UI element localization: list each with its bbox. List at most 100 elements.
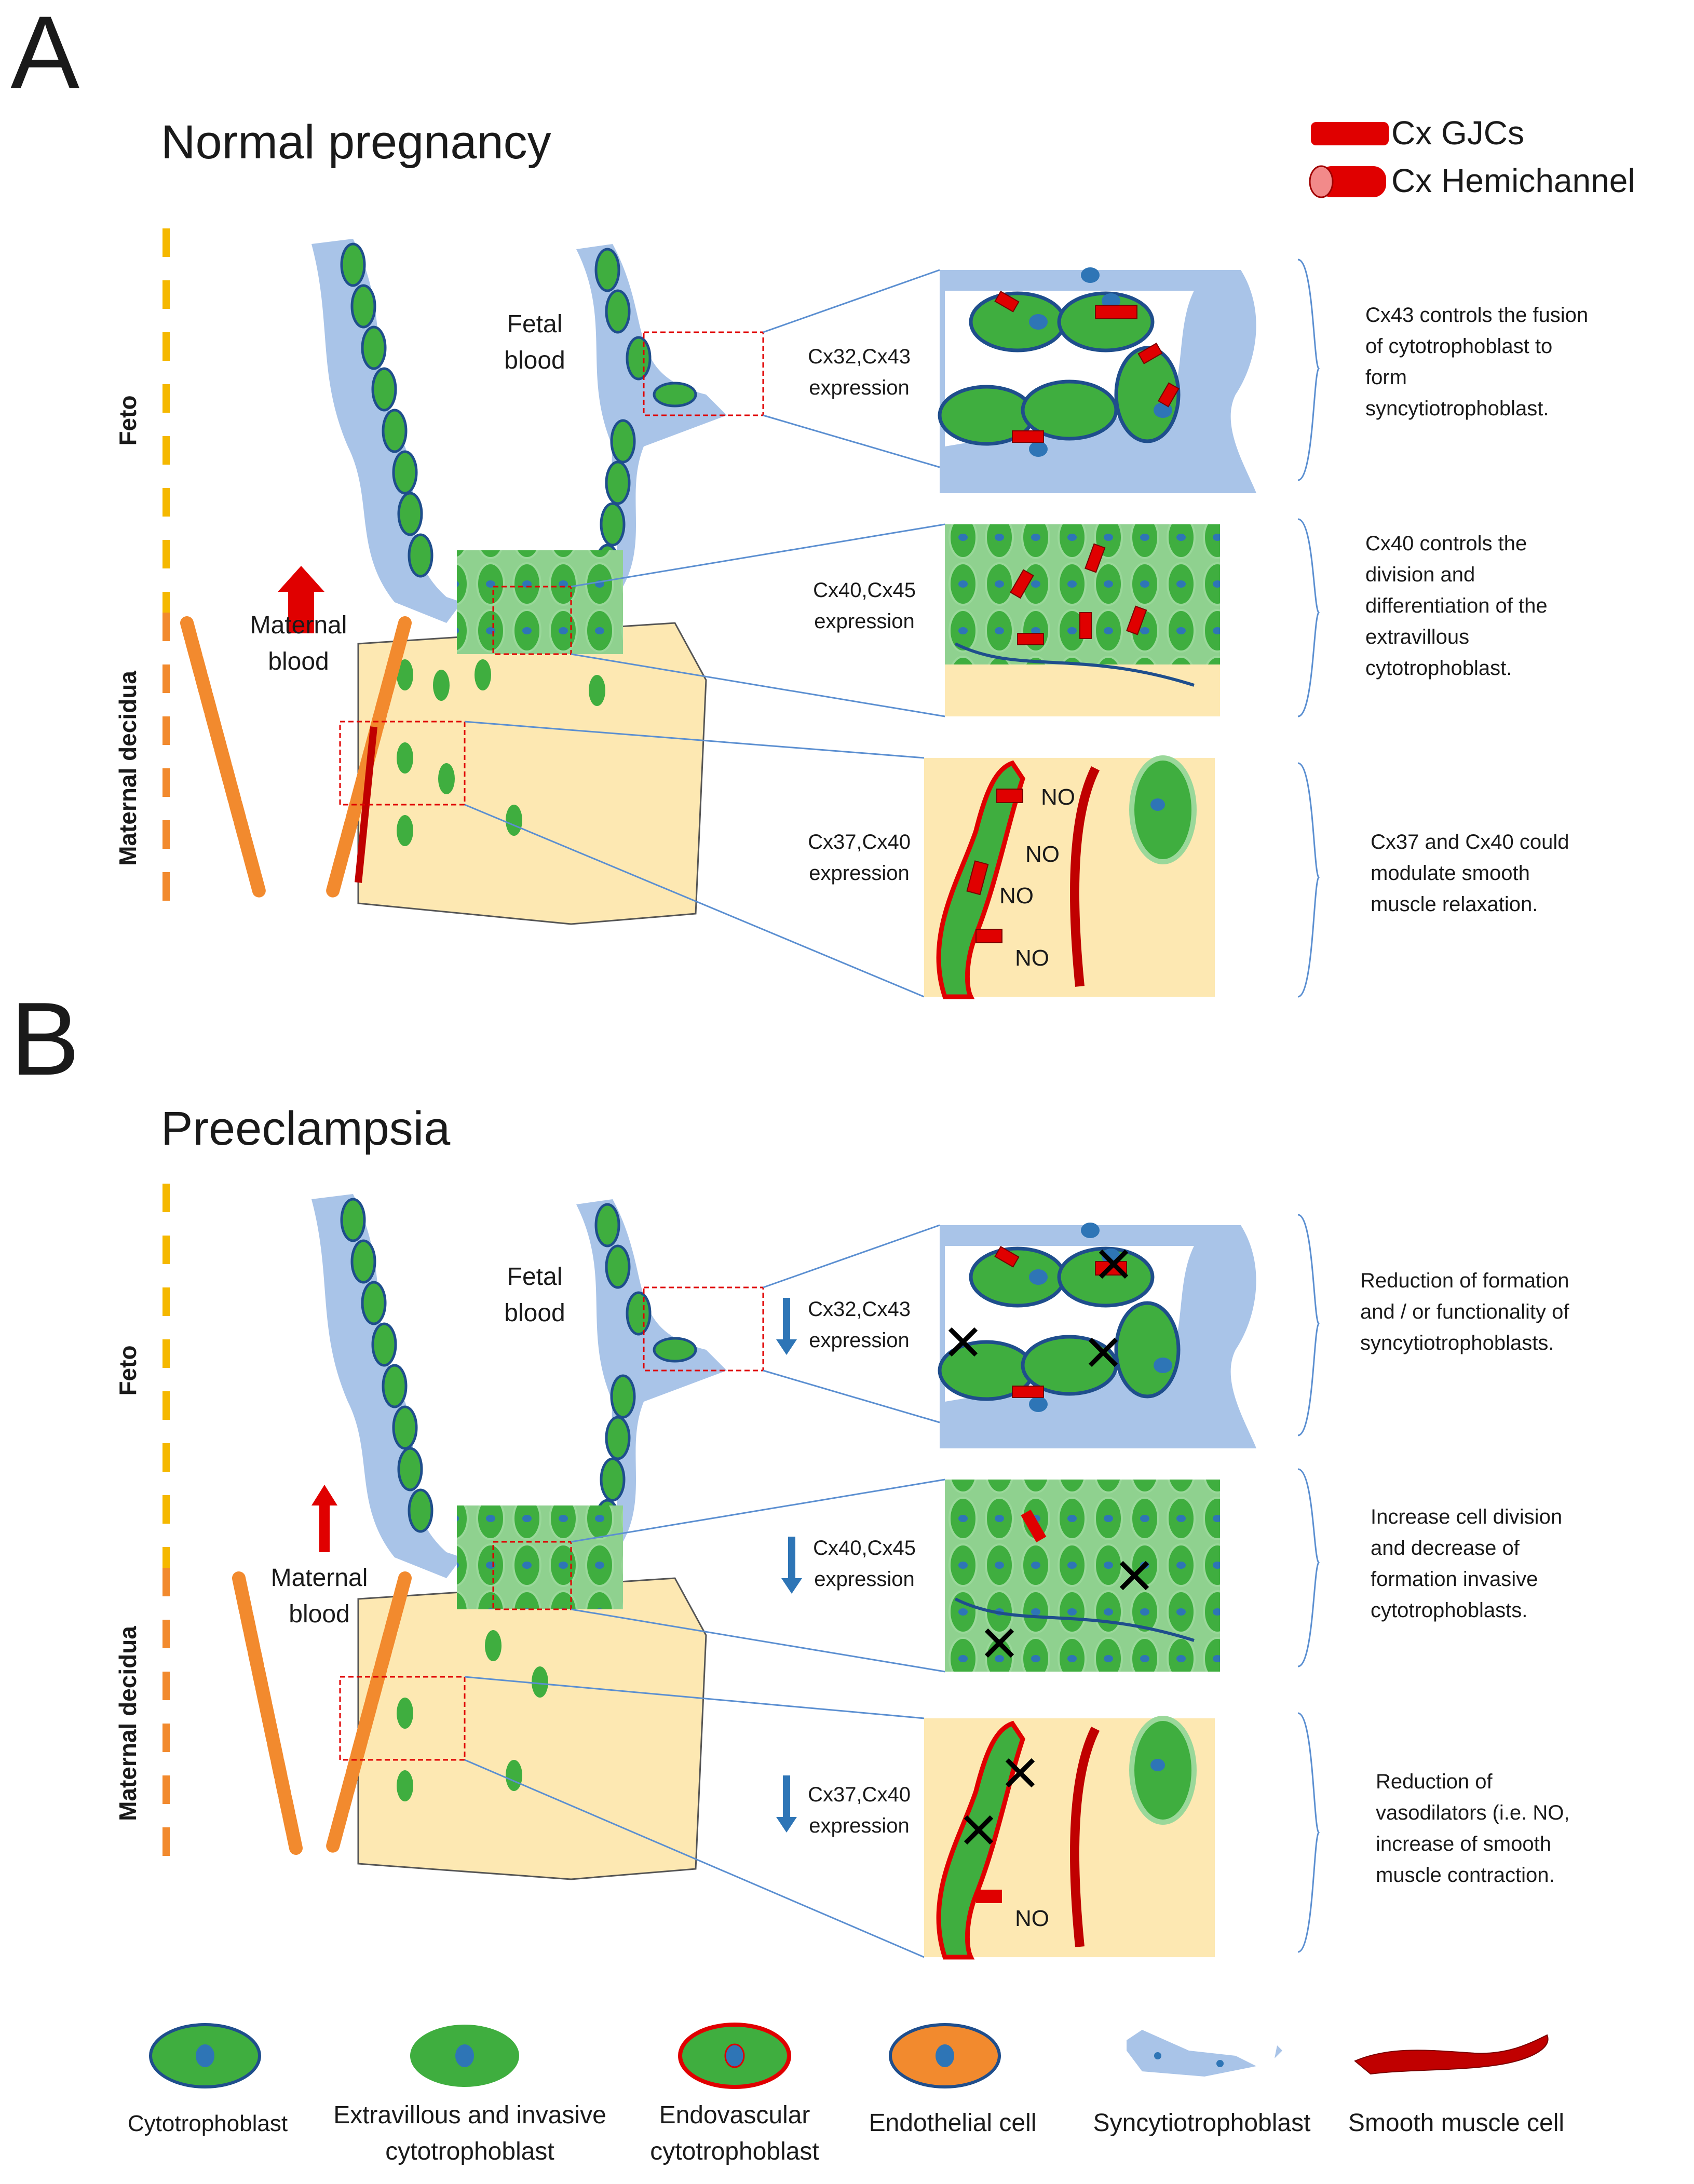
zoom-box-1 <box>643 331 764 416</box>
zoom-panel-2 <box>945 524 1220 716</box>
side-label-maternal: Maternal decidua <box>114 1626 141 1821</box>
endothelial-nucleus <box>936 2044 954 2067</box>
expression-2-line1: Cx40,Cx45 <box>813 579 916 602</box>
no-label-3: NO <box>999 883 1034 908</box>
expression-1-line2: expression <box>809 1329 909 1352</box>
desc-2-line3: differentiation of the <box>1365 594 1548 617</box>
legend-label-line1: Extravillous and invasive <box>333 2101 606 2129</box>
expression-2-line2: expression <box>814 610 914 633</box>
legend-extravillous: Extravillous and invasive cytotrophoblas… <box>333 2025 606 2165</box>
zoom-box-3 <box>339 1676 466 1761</box>
legend-endothelial: Endothelial cell <box>869 2023 1037 2137</box>
maternal-blood-up-arrow <box>311 1485 337 1552</box>
desc-3-line1: Reduction of <box>1376 1770 1493 1793</box>
expression-1-line1: Cx32,Cx43 <box>808 1298 911 1321</box>
desc-3-line2: modulate smooth <box>1371 862 1530 885</box>
desc-2-line3: formation invasive <box>1371 1568 1538 1591</box>
expression-2-line2: expression <box>814 1568 914 1591</box>
descriptions-b: Reduction of formation and / or function… <box>1360 1269 1569 1887</box>
villus-right <box>576 1199 727 1578</box>
expression-2-line1: Cx40,Cx45 <box>813 1537 916 1559</box>
no-label-2: NO <box>1025 842 1060 867</box>
decidua-tissue <box>357 1577 707 1880</box>
zoom-box-1 <box>643 1286 764 1372</box>
no-label-1: NO <box>1015 1906 1049 1931</box>
cell-column <box>457 1505 623 1609</box>
expression-3-line2: expression <box>809 862 909 885</box>
side-label-maternal: Maternal decidua <box>114 671 141 866</box>
endothelial-vessel-right <box>326 1571 412 1855</box>
key: Cx GJCs Cx Hemichannel <box>1309 114 1635 199</box>
braces <box>1297 1214 1320 1953</box>
legend-label: Syncytiotrophoblast <box>1093 2109 1311 2137</box>
expression-1-line2: expression <box>809 376 909 399</box>
fetal-blood-line2: blood <box>504 1299 565 1327</box>
endothelial-vessel-left <box>232 1571 303 1855</box>
zoom-box-2 <box>492 586 572 655</box>
panel-title: Preeclampsia <box>161 1102 451 1155</box>
maternal-blood-up-arrow <box>278 566 324 633</box>
legend-label-line2: cytotrophoblast <box>650 2138 819 2165</box>
expression-3-line1: Cx37,Cx40 <box>808 1783 911 1806</box>
desc-3-line1: Cx37 and Cx40 could <box>1371 831 1569 853</box>
expression-3-line1: Cx37,Cx40 <box>808 831 911 853</box>
fetal-blood-line2: blood <box>504 347 565 374</box>
endothelial-vessel-left <box>180 616 266 900</box>
down-arrow-1 <box>776 1298 797 1355</box>
panel-letter: B <box>10 981 79 1097</box>
desc-2-line4: cytotrophoblasts. <box>1371 1599 1527 1622</box>
zoom-lines <box>464 1224 945 1958</box>
zoom-panel-1 <box>938 267 1256 493</box>
zoom-panel-3: NO <box>924 1716 1215 1960</box>
side-label-feto: Feto <box>114 395 141 445</box>
key-gjc-swatch <box>1311 122 1389 145</box>
desc-1-line2: of cytotrophoblast to <box>1365 335 1552 358</box>
fetal-blood-line1: Fetal <box>507 310 563 338</box>
down-arrows <box>776 1298 802 1833</box>
smooth-muscle-swatch <box>1354 2034 1549 2075</box>
desc-3-line3: muscle relaxation. <box>1371 893 1538 916</box>
panel-b: B Preeclampsia Feto Maternal decidua Fet… <box>10 981 1569 1960</box>
maternal-blood-line2: blood <box>289 1600 349 1628</box>
syncytio-nucleus-1 <box>1154 2052 1161 2059</box>
panel-letter: A <box>10 0 80 111</box>
legend-label-line2: cytotrophoblast <box>385 2138 554 2165</box>
syncytio-fragment <box>1275 2045 1282 2058</box>
legend-smooth-muscle: Smooth muscle cell <box>1348 2034 1564 2137</box>
smooth-muscle <box>355 726 377 883</box>
cell-legend: Cytotrophoblast Extravillous and invasiv… <box>128 2023 1564 2165</box>
down-arrow-2 <box>781 1537 802 1594</box>
desc-1-line4: syncytiotrophoblast. <box>1365 397 1549 420</box>
invasive-cells <box>397 659 605 846</box>
desc-3-line4: muscle contraction. <box>1376 1864 1555 1887</box>
villus-right <box>576 244 727 623</box>
no-label-1: NO <box>1041 784 1075 810</box>
maternal-blood-line2: blood <box>268 648 329 675</box>
desc-3-line2: vasodilators (i.e. NO, <box>1376 1801 1569 1824</box>
zoom-box-3 <box>339 721 466 806</box>
zoom-panel-1 <box>938 1223 1256 1448</box>
desc-2-line5: cytotrophoblast. <box>1365 657 1512 680</box>
desc-2-line2: and decrease of <box>1371 1537 1520 1559</box>
desc-2-line1: Increase cell division <box>1371 1505 1562 1528</box>
hemichannel-end <box>1309 165 1334 198</box>
x-marks <box>984 1561 1149 1658</box>
desc-1-line1: Cx43 controls the fusion <box>1365 304 1588 327</box>
panel-a: A Normal pregnancy Feto Maternal decidua <box>10 0 1635 999</box>
expression-1-line1: Cx32,Cx43 <box>808 345 911 368</box>
legend-label: Endothelial cell <box>869 2109 1037 2137</box>
desc-1-line3: syncytiotrophoblasts. <box>1360 1332 1554 1354</box>
cytotrophoblast-nucleus <box>196 2044 214 2067</box>
legend-cytotrophoblast: Cytotrophoblast <box>128 2023 288 2136</box>
expression-3-line2: expression <box>809 1814 909 1837</box>
maternal-blood-line1: Maternal <box>271 1564 368 1592</box>
desc-1-line3: form <box>1365 366 1407 389</box>
desc-2-line4: extravillous <box>1365 626 1469 648</box>
down-arrow-3 <box>776 1775 797 1833</box>
maternal-blood-line1: Maternal <box>250 612 347 639</box>
syncytio-nucleus-2 <box>1216 2060 1224 2067</box>
legend-syncytiotrophoblast: Syncytiotrophoblast <box>1093 2030 1311 2137</box>
desc-2-line2: division and <box>1365 563 1475 586</box>
panel-title: Normal pregnancy <box>161 116 551 169</box>
